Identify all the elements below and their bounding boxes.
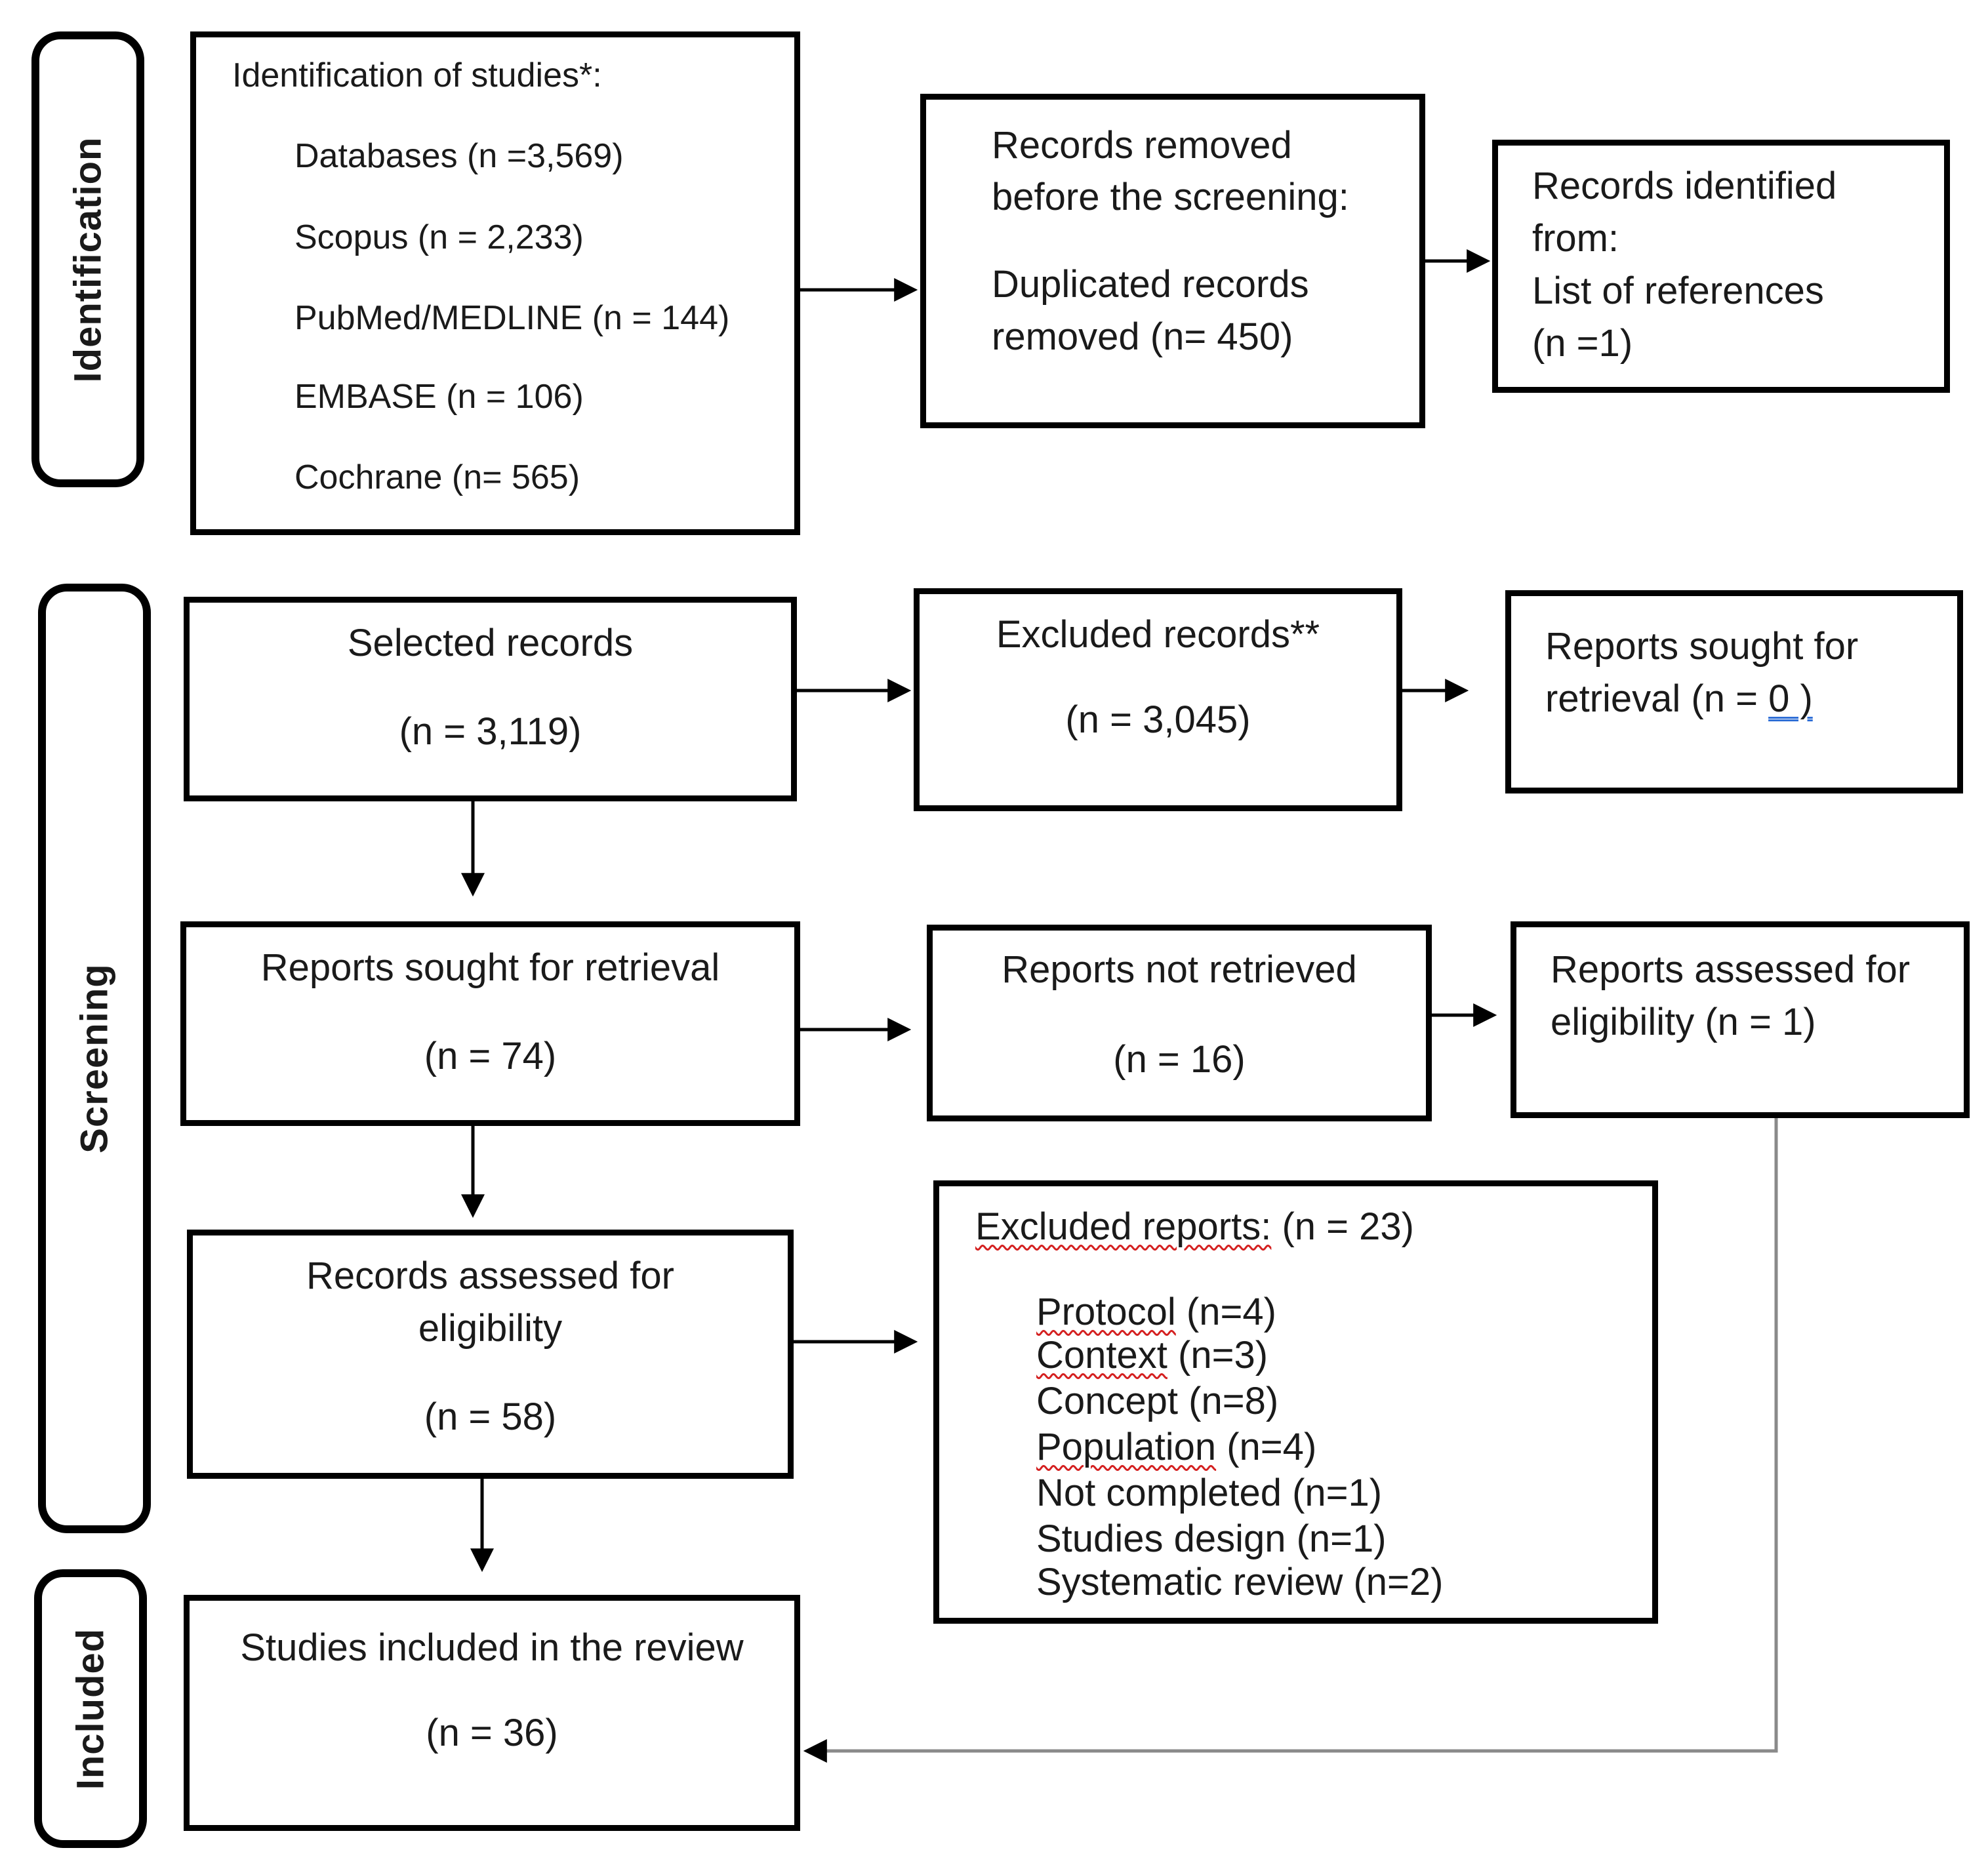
reports-not-retrieved-box: Reports not retrieved (n = 16) — [927, 925, 1432, 1121]
reports-assessed-other-line: Reports assessed for — [1551, 948, 1911, 991]
other-sources-line: Records identified — [1532, 165, 1837, 207]
records-assessed-count: (n = 58) — [424, 1395, 557, 1438]
excluded-reason-count: (n=3) — [1167, 1334, 1268, 1376]
records-assessed-line: Records assessed for — [306, 1255, 674, 1297]
reports-sought-other-prefix: retrieval (n = — [1545, 677, 1769, 720]
excluded-reason: Context (n=3) — [1036, 1335, 1268, 1376]
excluded-reason-label: Population — [1036, 1426, 1217, 1468]
records-removed-line: Records removed — [992, 124, 1292, 167]
reports-sought-other-value: 0 ) — [1768, 677, 1813, 720]
excluded-reason-label: Concept — [1036, 1380, 1179, 1422]
studies-included-title: Studies included in the review — [240, 1626, 744, 1669]
other-sources-box: Records identified from: List of referen… — [1492, 140, 1950, 393]
excluded-reason-count: (n=1) — [1281, 1472, 1383, 1514]
excluded-reports-title: Excluded reports: (n = 23) — [975, 1206, 1414, 1248]
other-sources-line: from: — [1532, 217, 1619, 260]
excluded-reason-label: Protocol — [1036, 1291, 1176, 1333]
excluded-reports-title-word: Excluded reports: — [975, 1205, 1272, 1248]
selected-records-box: Selected records (n = 3,119) — [184, 597, 797, 801]
excluded-reason-count: (n=2) — [1343, 1561, 1444, 1603]
reports-not-retrieved-title: Reports not retrieved — [1002, 948, 1357, 991]
selected-records-count: (n = 3,119) — [399, 710, 582, 753]
excluded-reason-label: Studies design — [1036, 1517, 1286, 1560]
reports-sought-box: Reports sought for retrieval (n = 74) — [180, 921, 800, 1126]
excluded-reason-label: Not completed — [1036, 1472, 1282, 1514]
duplicates-line: removed (n= 450) — [992, 315, 1293, 358]
other-sources-line: (n =1) — [1532, 322, 1633, 365]
excluded-reason-label: Systematic review — [1036, 1561, 1343, 1603]
excluded-reason: Population (n=4) — [1036, 1426, 1316, 1468]
reports-sought-other-box: Reports sought for retrieval (n = 0 ) — [1505, 590, 1963, 793]
reports-sought-title: Reports sought for retrieval — [260, 946, 720, 989]
records-removed-line: before the screening: — [992, 176, 1349, 218]
records-assessed-box: Records assessed for eligibility (n = 58… — [187, 1230, 794, 1479]
other-sources-line: List of references — [1532, 270, 1824, 312]
reports-not-retrieved-count: (n = 16) — [1113, 1038, 1246, 1081]
excluded-reason: Studies design (n=1) — [1036, 1518, 1387, 1560]
excluded-reason: Protocol (n=4) — [1036, 1291, 1276, 1333]
records-removed-box: Records removed before the screening: Du… — [920, 94, 1425, 428]
stage-identification: Identification — [31, 31, 144, 487]
reports-assessed-other-box: Reports assessed for eligibility (n = 1) — [1511, 921, 1970, 1118]
excluded-reason: Concept (n=8) — [1036, 1380, 1278, 1422]
excluded-reports-box: Excluded reports: (n = 23) Protocol (n=4… — [933, 1180, 1658, 1624]
reports-sought-count: (n = 74) — [424, 1035, 557, 1077]
reports-assessed-other-line: eligibility (n = 1) — [1551, 1001, 1816, 1043]
identification-item: EMBASE (n = 106) — [294, 378, 584, 416]
studies-included-count: (n = 36) — [426, 1712, 558, 1754]
excluded-records-box: Excluded records** (n = 3,045) — [914, 588, 1402, 811]
excluded-reason: Systematic review (n=2) — [1036, 1561, 1443, 1603]
excluded-records-count: (n = 3,045) — [1065, 698, 1251, 741]
reports-sought-other-line: Reports sought for — [1545, 625, 1859, 668]
excluded-reason-count: (n=1) — [1286, 1517, 1387, 1560]
excluded-reason-label: Context — [1036, 1334, 1167, 1376]
arrow-assessed-other-to-included — [803, 1118, 1778, 1763]
identification-item: PubMed/MEDLINE (n = 144) — [294, 299, 730, 337]
excluded-reason-count: (n=4) — [1216, 1426, 1317, 1468]
selected-records-title: Selected records — [347, 622, 634, 664]
excluded-reason-count: (n=8) — [1178, 1380, 1279, 1422]
identification-item: Cochrane (n= 565) — [294, 458, 580, 496]
studies-included-box: Studies included in the review (n = 36) — [184, 1595, 800, 1831]
identification-item: Scopus (n = 2,233) — [294, 218, 584, 256]
excluded-reason-count: (n=4) — [1175, 1291, 1276, 1333]
reports-sought-other-line: retrieval (n = 0 ) — [1545, 678, 1813, 720]
stage-screening: Screening — [38, 584, 151, 1533]
duplicates-line: Duplicated records — [992, 263, 1309, 306]
excluded-reports-title-count: (n = 23) — [1271, 1205, 1414, 1248]
stage-included: Included — [34, 1569, 147, 1848]
identification-box: Identification of studies*: Databases (n… — [190, 31, 800, 535]
excluded-reason: Not completed (n=1) — [1036, 1472, 1382, 1514]
identification-item: Databases (n =3,569) — [294, 137, 624, 175]
records-assessed-line: eligibility — [418, 1307, 563, 1350]
excluded-records-title: Excluded records** — [996, 613, 1320, 656]
identification-title: Identification of studies*: — [232, 56, 602, 94]
